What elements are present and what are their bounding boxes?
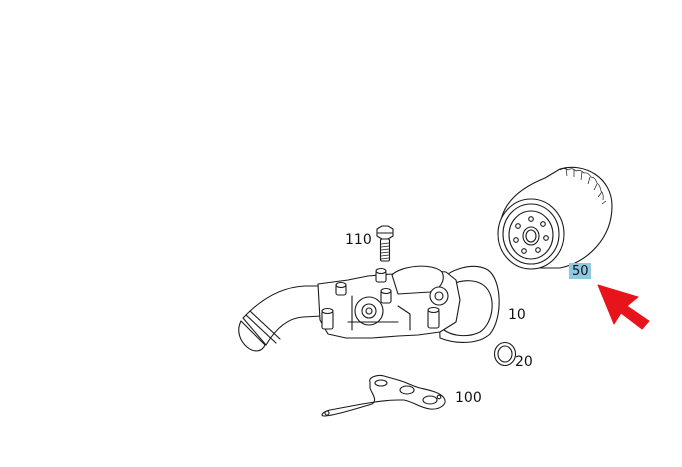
callout-o-ring[interactable]: 20: [515, 354, 533, 370]
highlight-arrow: [597, 284, 650, 330]
o-ring-part[interactable]: [493, 341, 517, 367]
oil-filter-part[interactable]: [497, 166, 613, 270]
callout-filter-highlighted[interactable]: 50: [569, 263, 591, 279]
gasket-part[interactable]: [321, 374, 446, 417]
bolt-part[interactable]: [376, 225, 394, 262]
callout-bolt[interactable]: 110: [345, 232, 372, 248]
filter-housing-part[interactable]: [238, 265, 500, 352]
callout-housing[interactable]: 10: [508, 307, 526, 323]
callout-gasket[interactable]: 100: [455, 390, 482, 406]
